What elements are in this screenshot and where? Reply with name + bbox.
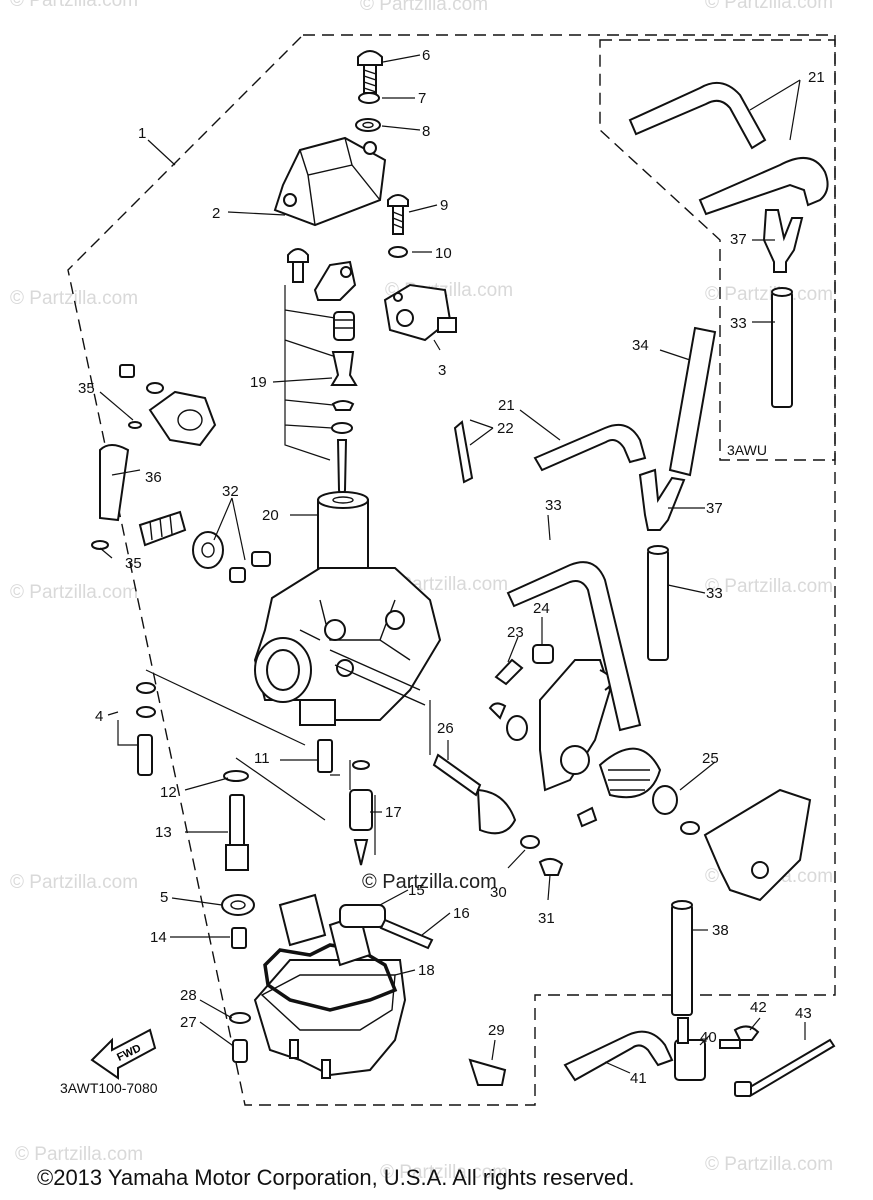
float-needle [349,760,376,866]
inset-label: 3AWU [727,442,767,458]
watermark: © Partzilla.com [10,872,138,893]
callout-42: 42 [750,999,767,1016]
bottom-left-fasteners [229,1012,507,1086]
needle-column [284,248,358,506]
callout-numbers: 1 2 3 4 5 6 7 8 9 10 11 12 13 14 15 16 1… [78,47,825,1087]
callout-12: 12 [160,784,177,801]
callout-33b: 33 [706,585,723,602]
callout-19: 19 [250,374,267,391]
center-watermark: © Partzilla.com [362,871,497,893]
watermark: © Partzilla.com [360,0,488,15]
callout-43: 43 [795,1005,812,1022]
throttle-linkage [488,644,812,902]
callout-41: 41 [630,1070,647,1087]
callout-18: 18 [418,962,435,979]
callout-21: 21 [498,397,515,414]
callout-29: 29 [488,1022,505,1039]
bracket-3 [383,283,457,342]
watermark: © Partzilla.com [10,288,138,309]
inset-hose-33-end [771,287,793,297]
callout-35b: 35 [125,555,142,572]
callout-38: 38 [712,922,729,939]
callout-20: 20 [262,507,279,524]
watermark: © Partzilla.com [705,0,833,13]
callout-23: 23 [507,624,524,641]
inset-hose-21b [698,157,829,216]
callout-3: 3 [438,362,446,379]
callout-36: 36 [145,469,162,486]
pin-16 [379,918,434,950]
carb-body [253,567,442,726]
callout-21-inset: 21 [808,69,825,86]
callout-1: 1 [138,125,146,142]
vent-hoses [453,326,717,1016]
callout-8: 8 [422,123,430,140]
callout-15: 15 [408,882,425,899]
watermark-layer: © Partzilla.com © Partzilla.com © Partzi… [10,0,833,1183]
watermark: © Partzilla.com [705,576,833,597]
fwd-arrow: FWD [90,1028,157,1080]
callout-2: 2 [212,205,220,222]
callout-6: 6 [422,47,430,64]
callout-40: 40 [700,1029,717,1046]
watermark: © Partzilla.com [380,1162,508,1183]
callout-32: 32 [222,483,239,500]
screw-9 [387,194,409,258]
callout-16: 16 [453,905,470,922]
callout-22: 22 [497,420,514,437]
carb-cap [273,136,387,227]
float-bowl [253,893,407,1079]
callout-25: 25 [702,750,719,767]
left-parts [91,364,306,776]
copyright-text: ©2013 Yamaha Motor Corporation, U.S.A. A… [37,1165,634,1190]
watermark: © Partzilla.com [15,1144,143,1165]
callout-33-inset: 33 [730,315,747,332]
callout-31: 31 [538,910,555,927]
inset-hose-21a [628,81,767,150]
callout-26: 26 [437,720,454,737]
callout-28: 28 [180,987,197,1004]
mixture-screw [429,700,564,876]
callout-35: 35 [78,380,95,397]
callout-33: 33 [545,497,562,514]
callout-37: 37 [706,500,723,517]
callout-11: 11 [254,750,270,767]
callout-34: 34 [632,337,649,354]
top-fasteners [355,50,383,132]
inset-border [599,39,836,461]
callout-4: 4 [95,708,103,725]
jet-stack [221,739,340,949]
callout-30: 30 [490,884,507,901]
sensor-parts [563,1017,836,1098]
callout-24: 24 [533,600,550,617]
callout-14: 14 [150,929,167,946]
throttle-slide [317,491,369,576]
inset-hose-33 [771,291,793,408]
callout-leaders [99,54,806,1074]
inset-joint-37 [762,209,804,273]
callout-7: 7 [418,90,426,107]
inset-3awu: 3AWU [599,39,836,461]
callout-10: 10 [435,245,452,262]
callout-17: 17 [385,804,402,821]
diagram-code: 3AWT100-7080 [60,1080,158,1096]
watermark: © Partzilla.com [10,582,138,603]
watermark: © Partzilla.com [10,0,138,11]
watermark: © Partzilla.com [705,284,833,305]
callout-9: 9 [440,197,448,214]
watermark: © Partzilla.com [705,1154,833,1175]
callout-27: 27 [180,1014,197,1031]
callout-5: 5 [160,889,168,906]
callout-37-inset: 37 [730,231,747,248]
callout-13: 13 [155,824,172,841]
